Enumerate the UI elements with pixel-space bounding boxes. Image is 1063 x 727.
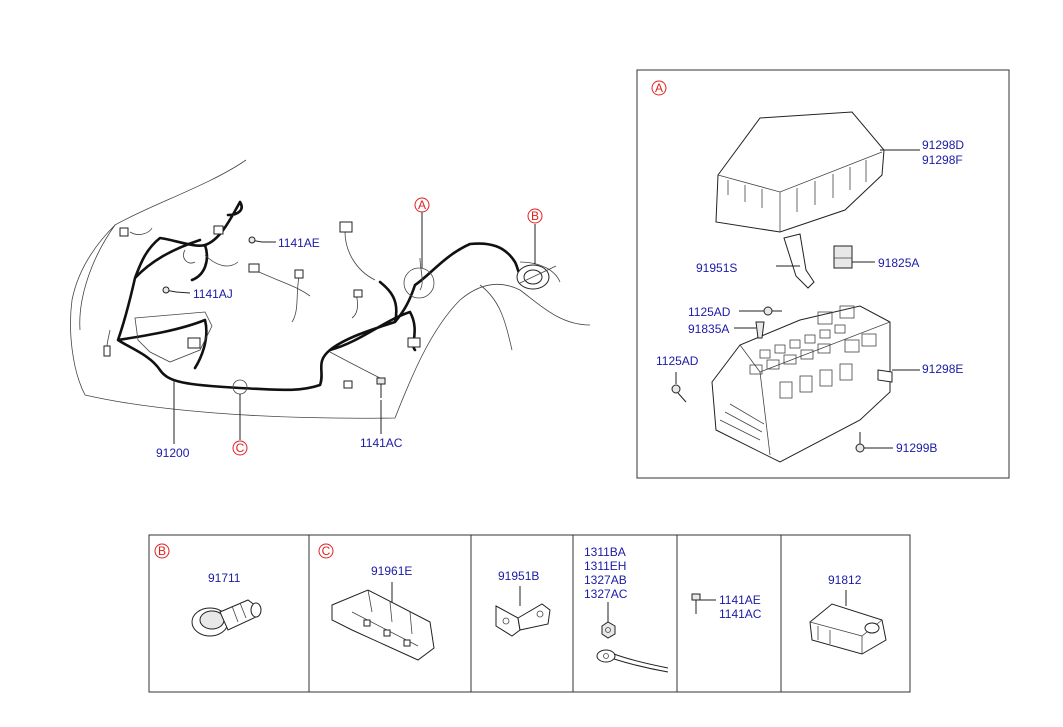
table-cell-protector[interactable]: 91812 xyxy=(809,573,887,655)
label-1141AE: 1141AE xyxy=(278,236,320,250)
table-cell-nuts[interactable]: 1311BA 1311EH 1327AB 1327AC xyxy=(584,545,669,673)
connector xyxy=(103,345,111,357)
label-91951S: 91951S xyxy=(696,261,737,275)
callout-a-letter: A xyxy=(418,198,426,212)
callout-a[interactable]: A xyxy=(414,197,430,213)
label-91951B: 91951B xyxy=(498,569,539,583)
harness-branch-1 xyxy=(106,227,561,379)
grommet-location xyxy=(516,264,557,290)
connector xyxy=(343,380,353,389)
label-1327AB: 1327AB xyxy=(584,573,627,587)
cell-callout-b: B xyxy=(158,544,166,558)
leader-1141AJ xyxy=(175,291,191,294)
cell-callout-c: C xyxy=(322,544,331,558)
label-1141AE-table: 1141AE xyxy=(719,593,761,607)
table-cell-bolt[interactable]: 1141AE 1141AC xyxy=(691,593,762,621)
bolt-1141AC xyxy=(376,377,386,398)
harness-protector xyxy=(134,311,213,363)
body-outline-upper xyxy=(79,224,116,331)
junction-box-cover xyxy=(715,111,885,233)
bolt-icon xyxy=(691,593,701,614)
ground-strap-icon xyxy=(596,649,669,673)
table-cell-bracket[interactable]: 91951B xyxy=(495,569,551,637)
callout-b[interactable]: B xyxy=(527,208,543,224)
label-1327AC: 1327AC xyxy=(584,587,628,601)
bracket-91951S xyxy=(783,233,815,289)
table-cell-clip[interactable]: C 91961E xyxy=(318,543,435,661)
screw-1125AD-upper xyxy=(763,306,782,316)
main-harness-view: 1141AE 1141AJ 91200 1141AC A B C xyxy=(70,159,591,460)
body-outline xyxy=(70,159,591,419)
table-cell-grommet[interactable]: B 91711 xyxy=(154,543,262,637)
label-1141AC: 1141AC xyxy=(360,436,403,450)
callout-c-letter: C xyxy=(236,441,245,455)
bracket-91951B-icon xyxy=(495,603,551,637)
relay-91825A xyxy=(833,245,853,269)
label-91200: 91200 xyxy=(156,446,190,460)
connector xyxy=(294,269,304,279)
detail-a-callout[interactable]: A xyxy=(651,80,667,96)
wiring-harness-91200 xyxy=(116,200,532,392)
label-91298E: 91298E xyxy=(922,362,963,376)
label-1125AD-lower: 1125AD xyxy=(656,354,699,368)
label-91835A: 91835A xyxy=(688,322,729,336)
detail-a-frame xyxy=(636,69,1010,479)
junction-box-body xyxy=(711,305,893,463)
grommet-91711-icon xyxy=(191,599,262,637)
label-91298F: 91298F xyxy=(922,153,963,167)
screw-1125AD-lower xyxy=(671,384,687,403)
connector xyxy=(213,225,224,235)
fuse-slots xyxy=(749,305,877,399)
detail-a-callout-letter: A xyxy=(655,81,663,95)
connector xyxy=(353,289,363,298)
label-91812: 91812 xyxy=(828,573,862,587)
clip-91961E-icon xyxy=(331,589,435,661)
callout-c[interactable]: C xyxy=(232,440,248,456)
bolt-1141AJ xyxy=(162,286,177,294)
label-91711: 91711 xyxy=(208,571,241,585)
callout-b-letter: B xyxy=(531,209,539,223)
parts-table-frame xyxy=(148,534,911,693)
clip-91835A xyxy=(755,321,765,339)
label-91825A: 91825A xyxy=(878,256,919,270)
protector-91812-icon xyxy=(809,603,887,655)
parts-table: B 91711 C 91961E xyxy=(148,534,911,693)
connector xyxy=(248,263,260,273)
label-1311EH: 1311EH xyxy=(584,559,626,573)
label-91961E: 91961E xyxy=(371,564,412,578)
screw-91299B xyxy=(855,432,865,453)
harness-connectors xyxy=(103,221,421,389)
label-1311BA: 1311BA xyxy=(584,545,626,559)
bolt-1141AE xyxy=(248,236,263,244)
connector xyxy=(339,221,353,233)
label-91299B: 91299B xyxy=(896,441,937,455)
nut-icon xyxy=(601,621,616,639)
junction-location xyxy=(403,267,435,299)
label-1125AD-upper: 1125AD xyxy=(688,305,731,319)
fender-arc xyxy=(479,284,513,351)
label-1141AJ: 1141AJ xyxy=(193,287,233,301)
label-1141AC-table: 1141AC xyxy=(719,607,762,621)
connector xyxy=(187,337,201,349)
detail-a-panel: A xyxy=(636,69,1010,479)
connector xyxy=(119,227,129,237)
connector xyxy=(407,337,421,348)
label-91298D: 91298D xyxy=(922,138,964,152)
